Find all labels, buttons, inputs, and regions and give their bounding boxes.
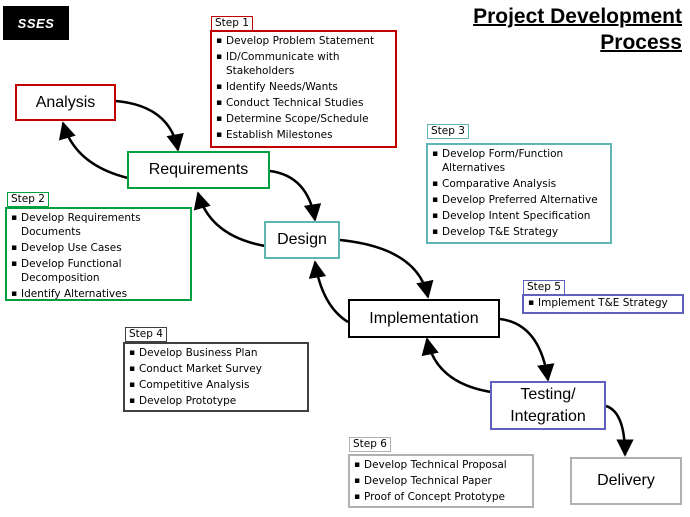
step2-item: Develop Use Cases	[11, 241, 186, 255]
arrow-design-back-to-requirements	[193, 191, 266, 248]
phase-testing-label: Testing/	[520, 385, 576, 403]
step1-item: Establish Milestones	[216, 128, 391, 142]
step2-item: Develop Functional Decomposition	[11, 257, 186, 285]
sses-logo: SSES	[3, 6, 69, 40]
arrow-analysis-to-requirements	[115, 99, 184, 152]
arrow-implementation-back-to-design	[308, 260, 349, 324]
step1-item: ID/Communicate with Stakeholders	[216, 50, 391, 78]
step5-item: Implement T&E Strategy	[528, 296, 678, 310]
step6-label: Step 6	[349, 437, 391, 452]
step5-label: Step 5	[523, 280, 565, 295]
page-title: Project Development Process	[473, 4, 682, 56]
phase-requirements: Requirements	[127, 151, 270, 189]
phase-implementation: Implementation	[348, 299, 500, 338]
step3-item: Comparative Analysis	[432, 177, 606, 191]
arrow-requirements-to-design	[269, 169, 322, 222]
phase-delivery: Delivery	[570, 457, 682, 505]
step6-box: Develop Technical Proposal Develop Techn…	[348, 454, 534, 508]
phase-implementation-label: Implementation	[369, 309, 479, 327]
phase-analysis: Analysis	[15, 84, 116, 121]
step4-item: Conduct Market Survey	[129, 362, 303, 376]
arrow-testing-to-delivery	[605, 404, 634, 457]
step3-item: Develop Form/Function Alternatives	[432, 147, 606, 175]
step2-box: Develop Requirements Documents Develop U…	[5, 207, 192, 301]
phase-design: Design	[264, 221, 340, 259]
phase-requirements-label: Requirements	[148, 161, 249, 178]
step2-label: Step 2	[7, 192, 49, 207]
step1-item: Identify Needs/Wants	[216, 80, 391, 94]
step4-label: Step 4	[125, 327, 167, 342]
step3-item: Develop Preferred Alternative	[432, 193, 606, 207]
arrow-testing-back-to-implementation	[421, 337, 492, 394]
step3-item: Develop T&E Strategy	[432, 225, 606, 239]
step3-item: Develop Intent Specification	[432, 209, 606, 223]
step3-label: Step 3	[427, 124, 469, 139]
arrow-requirements-back-to-analysis	[58, 121, 129, 180]
phase-analysis-label: Analysis	[35, 93, 96, 111]
step3-box: Develop Form/Function Alternatives Compa…	[426, 143, 612, 244]
step2-item: Identify Alternatives	[11, 287, 186, 301]
step1-item: Conduct Technical Studies	[216, 96, 391, 110]
step4-item: Competitive Analysis	[129, 378, 303, 392]
step6-item: Proof of Concept Prototype	[354, 490, 528, 504]
arrow-design-to-implementation	[339, 238, 434, 299]
step5-box: Implement T&E Strategy	[522, 294, 684, 314]
step1-item: Determine Scope/Schedule	[216, 112, 391, 126]
step1-item: Develop Problem Statement	[216, 34, 391, 48]
step4-box: Develop Business Plan Conduct Market Sur…	[123, 342, 309, 412]
step4-item: Develop Business Plan	[129, 346, 303, 360]
step6-item: Develop Technical Paper	[354, 474, 528, 488]
title-line-2: Process	[600, 31, 682, 54]
step1-box: Develop Problem Statement ID/Communicate…	[210, 30, 397, 148]
step4-item: Develop Prototype	[129, 394, 303, 408]
title-line-1: Project Development	[473, 5, 682, 28]
step1-label: Step 1	[211, 16, 253, 31]
step2-item: Develop Requirements Documents	[11, 211, 186, 239]
phase-design-label: Design	[277, 231, 327, 248]
phase-integration-label: Integration	[510, 407, 586, 425]
arrow-implementation-to-testing	[499, 317, 555, 382]
phase-delivery-label: Delivery	[597, 472, 655, 489]
phase-testing-integration: Testing/ Integration	[490, 381, 606, 430]
step6-item: Develop Technical Proposal	[354, 458, 528, 472]
